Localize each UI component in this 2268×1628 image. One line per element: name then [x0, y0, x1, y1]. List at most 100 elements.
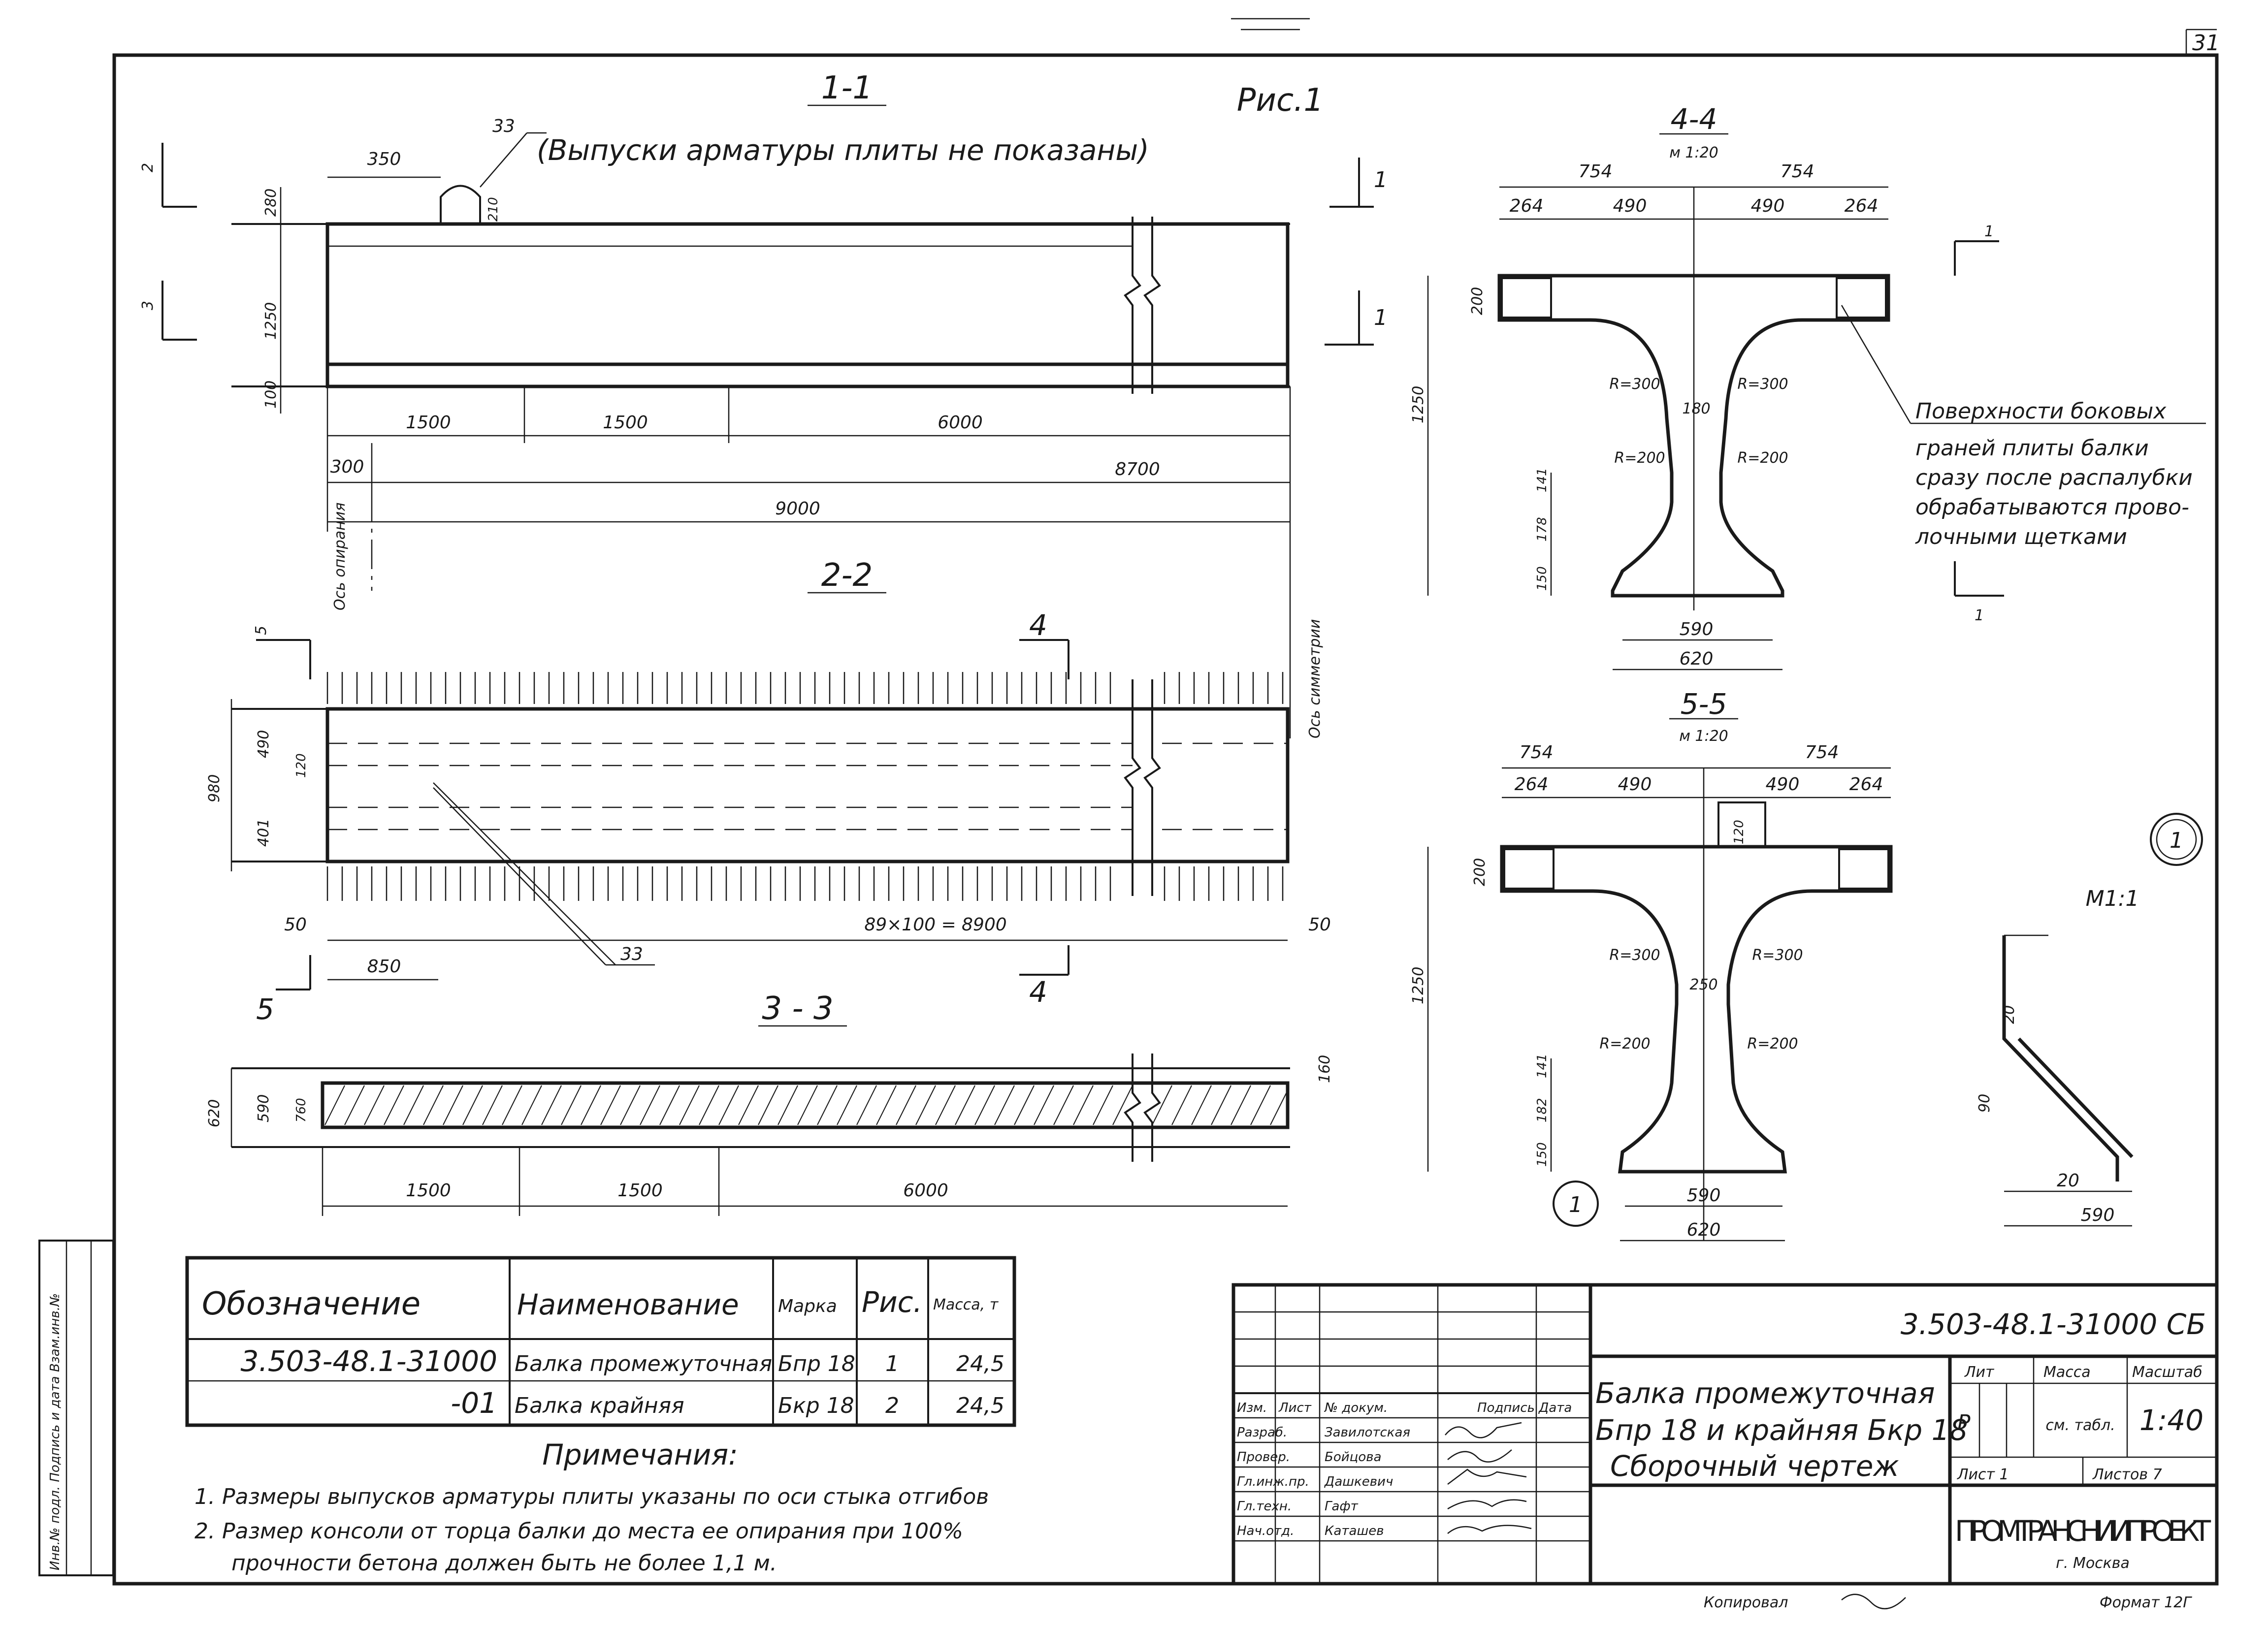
- dim-620-5: 620: [1687, 1220, 1721, 1240]
- section-1-1-note: (Выпуски арматуры плиты не показаны): [537, 133, 1149, 167]
- dim-1500-b: 1500: [603, 413, 648, 433]
- detail-1-mark: 1: [2170, 828, 2183, 853]
- binding-stamp: Инв.№ подл. Подпись и дата Взам.инв.№: [38, 1240, 114, 1576]
- detail-1: 1 М1:1 20 90 20 590: [1976, 813, 2203, 1227]
- tb-mass-value: см. табл.: [2045, 1417, 2115, 1434]
- spec-row-2-mass: 24,5: [956, 1393, 1004, 1418]
- spec-row-1-name: Балка промежуточная: [515, 1351, 772, 1376]
- notes-title: Примечания:: [542, 1438, 738, 1471]
- beam-3-3-body: [321, 1081, 1290, 1129]
- section-4-4-title: 4-4: [1671, 102, 1717, 136]
- dim-r200-4-a: R=200: [1614, 449, 1665, 467]
- beam-2-2-break-1: [1124, 679, 1141, 896]
- tb-person-1: Завилотская: [1325, 1425, 1410, 1440]
- spec-header-designation: Обозначение: [202, 1286, 421, 1322]
- dim-141-4: 141: [1535, 468, 1550, 492]
- beam-3-3-break-2: [1143, 1053, 1161, 1162]
- tb-lit-value: Р: [1957, 1410, 1971, 1436]
- footer-format: Формат 12Г: [2100, 1594, 2192, 1611]
- section-4-4-rebar-left: [1501, 277, 1552, 319]
- spec-row-2-name: Балка крайняя: [515, 1393, 684, 1418]
- tb-name-line-2: Бпр 18 и крайняя Бкр 18: [1595, 1413, 1968, 1447]
- marker-4-1-bot: 1: [1975, 607, 1984, 624]
- dim-141-5: 141: [1535, 1053, 1550, 1078]
- footer-copied-signature: [1841, 1594, 1906, 1610]
- tb-head-doc: № докум.: [1324, 1401, 1388, 1415]
- tb-name-line-1: Балка промежуточная: [1595, 1376, 1935, 1410]
- spec-row-2-mark: Бкр 18: [778, 1393, 854, 1418]
- note-line-2: граней плиты балки: [1915, 436, 2149, 461]
- section-5-5-scale: м 1:20: [1679, 728, 1728, 745]
- signature-2: [1447, 1449, 1512, 1463]
- section-5-5-lifting-loop: [1717, 801, 1766, 848]
- note-line-1: Поверхности боковых: [1915, 399, 2167, 424]
- tb-head-izm: Изм.: [1237, 1401, 1267, 1415]
- dim-6000-3-3: 6000: [903, 1181, 948, 1201]
- dim-r300-4-a: R=300: [1609, 376, 1660, 393]
- dim-350: 350: [367, 149, 401, 169]
- spec-header-mark: Марка: [778, 1296, 837, 1316]
- note-line-5: лочными щетками: [1915, 524, 2127, 549]
- dim-1500-3-3-a: 1500: [406, 1181, 451, 1201]
- page-number: 31: [2192, 31, 2220, 56]
- tb-sheets: Листов 7: [2092, 1466, 2162, 1483]
- rebar-loop-1-1: [440, 185, 481, 224]
- title-block: Изм. Лист № докум. Подпись Дата Разраб. …: [1231, 1283, 2219, 1586]
- beam-2-2-body: [325, 707, 1290, 863]
- dim-264-5-b: 264: [1849, 774, 1883, 795]
- beam-2-2-break-2: [1143, 679, 1161, 896]
- dim-182-5: 182: [1535, 1098, 1550, 1122]
- tb-head-date: Дата: [1538, 1401, 1572, 1415]
- dim-120-2-2: 120: [294, 753, 309, 778]
- rebar-comb-bottom: [326, 866, 1284, 901]
- callout-33-leader-2-2b: [433, 787, 606, 965]
- dim-r300-5-a: R=300: [1609, 947, 1660, 964]
- section-5-5-detail-circle: [1553, 1181, 1599, 1227]
- spec-row-1-mass: 24,5: [956, 1351, 1004, 1376]
- dim-754-5-a: 754: [1520, 742, 1554, 763]
- marker-5bot: 5: [256, 992, 274, 1026]
- detail-1-scale: М1:1: [2086, 886, 2139, 911]
- detail-1-dim-20-horz: 20: [2057, 1171, 2079, 1191]
- signature-1: [1445, 1422, 1522, 1438]
- tb-lit-label: Лит: [1964, 1364, 1995, 1381]
- section-4-4-profile: [1497, 274, 1890, 598]
- callout-33-leader: [480, 132, 527, 188]
- detail-1-circle-outer: [2150, 813, 2203, 866]
- dim-490-5-a: 490: [1618, 774, 1652, 795]
- dim-r300-5-b: R=300: [1752, 947, 1803, 964]
- detail-1-circle-inner: [2156, 819, 2197, 860]
- callout-33-2-2: 33: [620, 944, 643, 964]
- detail-1-dim-90: 90: [1976, 1094, 1993, 1113]
- dim-490: 490: [255, 730, 272, 758]
- note-1: 1. Размеры выпусков арматуры плиты указа…: [194, 1484, 989, 1509]
- spec-row-2-designation: -01: [451, 1386, 497, 1420]
- dim-210: 210: [486, 197, 501, 222]
- dim-200-5: 200: [1471, 858, 1489, 886]
- marker-5top: 5: [253, 626, 270, 635]
- dim-formula: 89×100 = 8900: [864, 915, 1006, 935]
- beam-3-3-break-1: [1124, 1053, 1141, 1162]
- binding-stamp-text: Инв.№ подл. Подпись и дата Взам.инв.№: [48, 1293, 63, 1570]
- dim-980: 980: [206, 774, 223, 802]
- section-1-1-callout: 33: [492, 116, 515, 136]
- marker-3-label: 3: [139, 301, 157, 310]
- note-2: 2. Размер консоли от торца балки до мест…: [194, 1519, 963, 1544]
- dim-50-right: 50: [1308, 915, 1331, 935]
- signature-3: [1447, 1468, 1527, 1485]
- dim-280: 280: [262, 189, 280, 217]
- section-3-3-title: 3 - 3: [762, 990, 833, 1027]
- section-5-5-title: 5-5: [1681, 687, 1727, 721]
- spec-table: Обозначение Наименование Марка Рис. Масс…: [185, 1256, 1016, 1427]
- beam-1-1-break-1: [1124, 217, 1141, 394]
- dim-1250-5: 1250: [1410, 967, 1427, 1004]
- tb-role-5: Нач.отд.: [1237, 1524, 1294, 1538]
- marker-2-label: 2: [139, 163, 157, 172]
- tb-scale-label: Масштаб: [2132, 1364, 2203, 1381]
- section-4-4: 4-4 м 1:20 754 754 264 490 490 264 1250 …: [1410, 102, 2206, 670]
- section-2-2-title: 2-2: [821, 557, 873, 594]
- axis-support-label: Ось опирания: [331, 503, 349, 610]
- dim-120-5: 120: [1732, 820, 1747, 844]
- section-5-5-rebar-right: [1838, 848, 1889, 890]
- dim-1500-3-3-b: 1500: [617, 1181, 663, 1201]
